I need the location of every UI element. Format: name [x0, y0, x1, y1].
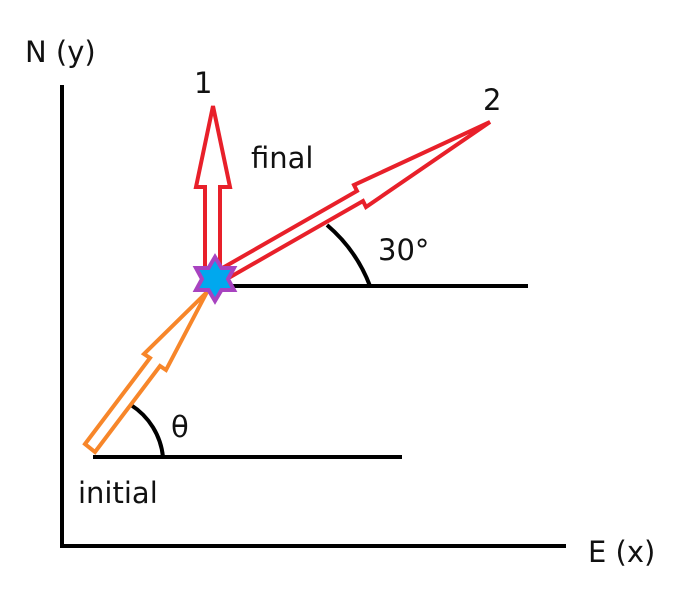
vector-1-arrow: [193, 105, 233, 282]
vector-1-label: 1: [194, 66, 212, 100]
collision-star-icon: [192, 253, 238, 305]
angle-arc-30: [325, 223, 372, 287]
angle-30-label: 30°: [378, 233, 429, 267]
axes: [60, 85, 566, 548]
initial-vector-arrow: [82, 290, 209, 455]
angle-theta-label: θ: [171, 410, 189, 444]
x-axis-label: E (x): [588, 535, 655, 569]
final-label: final: [251, 141, 313, 175]
y-axis-label: N (y): [25, 35, 96, 69]
initial-label: initial: [78, 476, 158, 510]
vector-2-label: 2: [483, 83, 501, 117]
vector-2-arrow: [209, 120, 492, 287]
angle-arc-theta: [129, 403, 165, 458]
